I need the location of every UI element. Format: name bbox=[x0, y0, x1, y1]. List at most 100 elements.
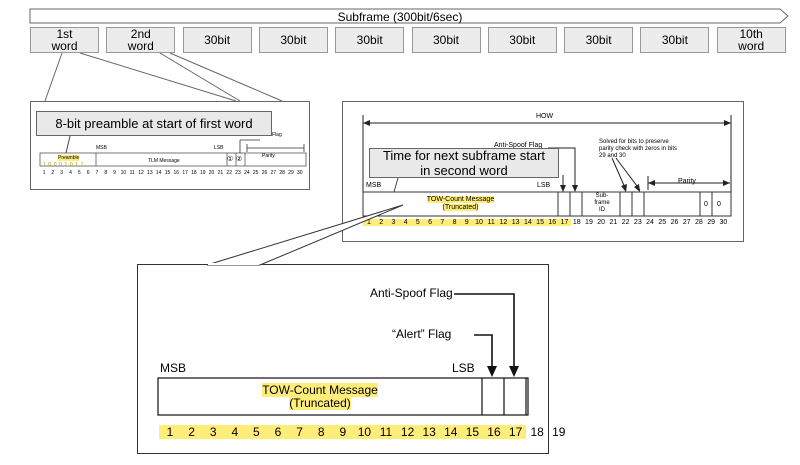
how-parity-label: Parity bbox=[678, 178, 696, 185]
tlm-preamble-label: Preamble bbox=[58, 155, 80, 161]
tlm-flag-1: ① bbox=[227, 156, 234, 163]
how-label: HOW bbox=[536, 113, 554, 120]
tlm-msb-label: MSB bbox=[96, 145, 107, 151]
tlm-parity-label: Parity bbox=[262, 153, 275, 159]
bit-number: 18 bbox=[572, 219, 581, 226]
bit-number: 13 bbox=[418, 425, 440, 439]
bit-number: 24 bbox=[244, 170, 250, 176]
zoom-message: TOW-Count Message (Truncated) bbox=[158, 383, 482, 410]
bit-number: 21 bbox=[609, 219, 618, 226]
bit-number: 11 bbox=[129, 170, 135, 176]
bit-number: 3 bbox=[60, 170, 64, 176]
tlm-preamble-bits: 1 0 0 0 1 0 1 1 bbox=[43, 162, 84, 168]
bit-number: 12 bbox=[497, 219, 510, 226]
bit-number: 20 bbox=[208, 170, 215, 176]
tlm-flag-label: Flag bbox=[272, 132, 282, 138]
word-box-1: 1st word bbox=[30, 27, 99, 53]
bit-number: 28 bbox=[695, 219, 703, 226]
word-box-2: 2nd word bbox=[106, 27, 176, 53]
word-box-8: 30bit bbox=[564, 27, 634, 53]
bit-number: 15 bbox=[461, 425, 484, 439]
bit-number: 14 bbox=[155, 170, 162, 176]
word-box-10: 10th word bbox=[716, 27, 786, 53]
bit-number: 25 bbox=[658, 219, 667, 226]
bit-number: 16 bbox=[546, 219, 559, 226]
bit-number: 18 bbox=[530, 425, 544, 439]
zoom-message-line-2: (Truncated) bbox=[289, 396, 351, 410]
bit-number: 22 bbox=[621, 219, 630, 226]
bit-number: 8 bbox=[310, 425, 332, 439]
how-solved-note: Solved for bits to preserve parity check… bbox=[599, 139, 678, 159]
bit-number: 6 bbox=[86, 170, 90, 176]
bit-number: 1 bbox=[362, 219, 376, 226]
how-message-line-1: TOW-Count Message bbox=[426, 196, 495, 203]
bit-number: 9 bbox=[113, 170, 116, 176]
bit-number: 27 bbox=[270, 170, 277, 176]
bit-number: 13 bbox=[509, 219, 522, 226]
bit-number: 2 bbox=[375, 219, 388, 226]
how-message-line-2: (Truncated) bbox=[442, 204, 479, 211]
subframe-label: Subframe (300bit/6sec) bbox=[337, 10, 463, 24]
word-box-7: 30bit bbox=[487, 27, 557, 53]
tlm-message-label: TLM Message bbox=[148, 158, 180, 164]
bit-number: 5 bbox=[245, 425, 268, 439]
bit-number: 26 bbox=[670, 219, 679, 226]
zoom-message-line-1: TOW-Count Message bbox=[262, 383, 378, 397]
bit-number: 19 bbox=[585, 219, 593, 226]
bit-number: 11 bbox=[485, 219, 498, 226]
bit-number: 1 bbox=[159, 425, 181, 439]
zoom-lsb-label: LSB bbox=[452, 361, 475, 375]
bit-number: 17 bbox=[558, 219, 571, 226]
bit-number: 6 bbox=[423, 219, 437, 226]
bit-number: 15 bbox=[164, 170, 171, 176]
bit-number: 16 bbox=[173, 170, 180, 176]
bit-number: 4 bbox=[224, 425, 246, 439]
bit-number: 14 bbox=[440, 425, 462, 439]
bit-number: 24 bbox=[646, 219, 654, 226]
bit-number: 10 bbox=[353, 425, 376, 439]
bit-number: 12 bbox=[396, 425, 419, 439]
bit-number: 23 bbox=[633, 219, 642, 226]
bit-number: 25 bbox=[252, 170, 259, 176]
how-subframe-id: Sub- frame ID bbox=[594, 193, 610, 213]
subframe-arrow bbox=[29, 8, 789, 24]
how-anti-spoof-label: Anti-Spoof Flag bbox=[494, 142, 543, 149]
how-message: TOW-Count Message (Truncated) bbox=[363, 196, 558, 212]
bit-number: 4 bbox=[69, 170, 72, 176]
bit-number: 14 bbox=[521, 219, 534, 226]
bit-number: 7 bbox=[95, 170, 99, 176]
bit-number: 19 bbox=[199, 170, 206, 176]
zoom-alert-label: “Alert” Flag bbox=[392, 327, 452, 341]
preamble-callout: 8-bit preamble at start of first word bbox=[36, 111, 272, 136]
bit-number: 1 bbox=[42, 170, 46, 176]
zoom-msb-label: MSB bbox=[160, 361, 187, 375]
word-box-4: 30bit bbox=[258, 27, 328, 53]
word-box-6: 30bit bbox=[411, 27, 481, 53]
bit-number: 29 bbox=[288, 170, 294, 176]
bit-number: 21 bbox=[217, 170, 224, 176]
bit-number: 17 bbox=[182, 170, 188, 176]
bit-number: 29 bbox=[707, 219, 716, 226]
bit-number: 10 bbox=[120, 170, 127, 176]
bit-number: 9 bbox=[460, 219, 473, 226]
bit-number: 17 bbox=[504, 425, 527, 439]
zoom-panel bbox=[137, 264, 549, 454]
word-box-3: 30bit bbox=[182, 27, 252, 53]
bit-number: 12 bbox=[138, 170, 144, 176]
bit-number: 8 bbox=[104, 170, 108, 176]
bit-number: 20 bbox=[597, 219, 606, 226]
bit-number: 15 bbox=[533, 219, 547, 226]
bit-number: 22 bbox=[226, 170, 232, 176]
bit-number: 27 bbox=[682, 219, 691, 226]
bit-number: 18 bbox=[191, 170, 197, 176]
bit-number: 2 bbox=[180, 425, 203, 439]
how-zero-29: 0 bbox=[704, 201, 708, 208]
bit-number: 16 bbox=[483, 425, 505, 439]
bit-number: 4 bbox=[399, 219, 412, 226]
callout-line-1: Time for next subframe start bbox=[382, 148, 546, 163]
bit-number: 11 bbox=[375, 425, 397, 439]
bit-number: 28 bbox=[279, 170, 285, 176]
